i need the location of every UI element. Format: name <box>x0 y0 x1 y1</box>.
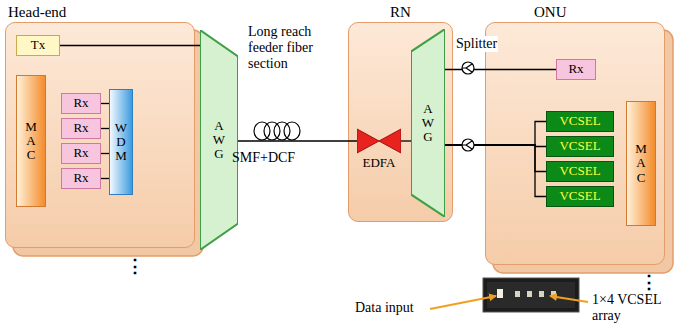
box-label: VCSEL <box>559 114 600 128</box>
box-label: Rx <box>73 96 88 110</box>
vcsel-box: VCSEL <box>546 136 614 157</box>
vcsel-box: VCSEL <box>546 161 614 182</box>
splitter-symbol <box>462 62 474 74</box>
edfa-amplifier: EDFA <box>357 128 401 176</box>
fiber-label: Long reach feeder fiber section <box>248 24 340 72</box>
continuation-dots: ⋮ <box>640 272 658 293</box>
fiber-coil <box>254 122 300 140</box>
section-heading: RN <box>349 3 452 21</box>
box-label: Tx <box>31 38 45 52</box>
splitter-symbol <box>462 139 474 151</box>
leader-arrow <box>430 296 496 309</box>
remote-node-box: RNEDFAAWG <box>348 22 453 222</box>
box-label: Rx <box>73 171 88 185</box>
fiber-connector <box>238 140 357 141</box>
rx-box: Rx <box>61 118 101 139</box>
vcsel-box: VCSEL <box>546 186 614 207</box>
box-label: AWG <box>213 119 226 162</box>
splitter-label: Splitter <box>455 36 498 52</box>
awg-trapezoid: AWG <box>200 30 238 250</box>
box-label: AWG <box>422 102 435 145</box>
wdm-box: WDM <box>109 89 133 195</box>
box-label: VCSEL <box>559 189 600 203</box>
callout-label: Data input <box>355 300 414 316</box>
box-label: VCSEL <box>559 139 600 153</box>
vcsel-photo <box>483 278 579 312</box>
amplifier-symbol <box>357 128 401 154</box>
box-label: Rx <box>73 121 88 135</box>
continuation-dots: ⋮ <box>126 256 144 277</box>
box-label: MAC <box>25 120 38 163</box>
box-label: MAC <box>635 142 648 185</box>
vcsel-box: VCSEL <box>546 111 614 132</box>
fiber-type-label: SMF+DCF <box>232 150 295 166</box>
box-label: EDFA <box>363 156 396 170</box>
section-heading: Head-end <box>8 3 66 21</box>
section-heading: ONU <box>534 3 567 21</box>
box-label: VCSEL <box>559 164 600 178</box>
rx-box: Rx <box>61 168 101 189</box>
box-label: WDM <box>115 121 128 164</box>
rx-box: Rx <box>556 59 596 80</box>
callout-label: 1×4 VCSEL array <box>592 292 672 324</box>
tx-box: Tx <box>16 35 60 56</box>
box-label: Rx <box>568 62 583 76</box>
leader-arrow <box>550 296 588 302</box>
mac-box: MAC <box>626 101 656 226</box>
onu-box: ONURxVCSELVCSELVCSELVCSELMAC <box>485 22 665 265</box>
rx-box: Rx <box>61 143 101 164</box>
box-label: Rx <box>73 146 88 160</box>
awg-trapezoid: AWG <box>411 29 445 217</box>
head-end-box: Head-endTxMACRxRxRxRxWDM <box>5 22 195 248</box>
mac-box: MAC <box>16 75 46 207</box>
rx-box: Rx <box>61 93 101 114</box>
